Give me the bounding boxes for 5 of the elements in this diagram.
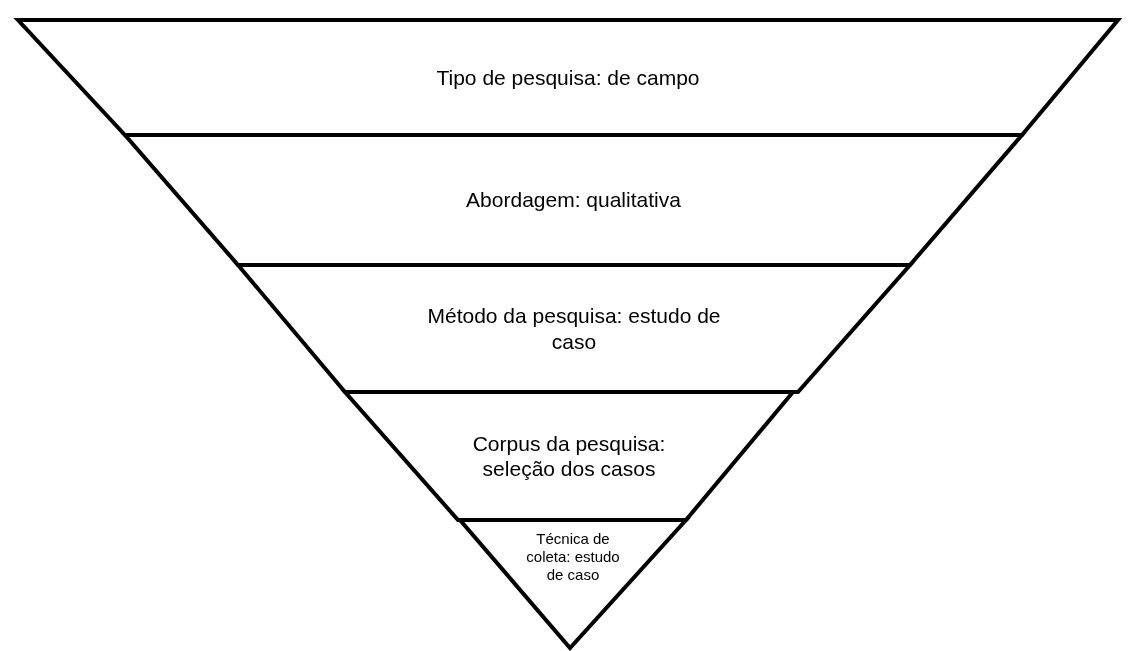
level-label: Tipo de pesquisa: de campo bbox=[435, 64, 701, 91]
level-label: Corpus da pesquisa: seleção dos casos bbox=[471, 430, 667, 482]
level-label: Método da pesquisa: estudo de caso bbox=[426, 303, 722, 354]
level-label: Técnica de coleta: estudo de caso bbox=[525, 530, 621, 584]
level-label: Abordagem: qualitativa bbox=[465, 187, 682, 213]
